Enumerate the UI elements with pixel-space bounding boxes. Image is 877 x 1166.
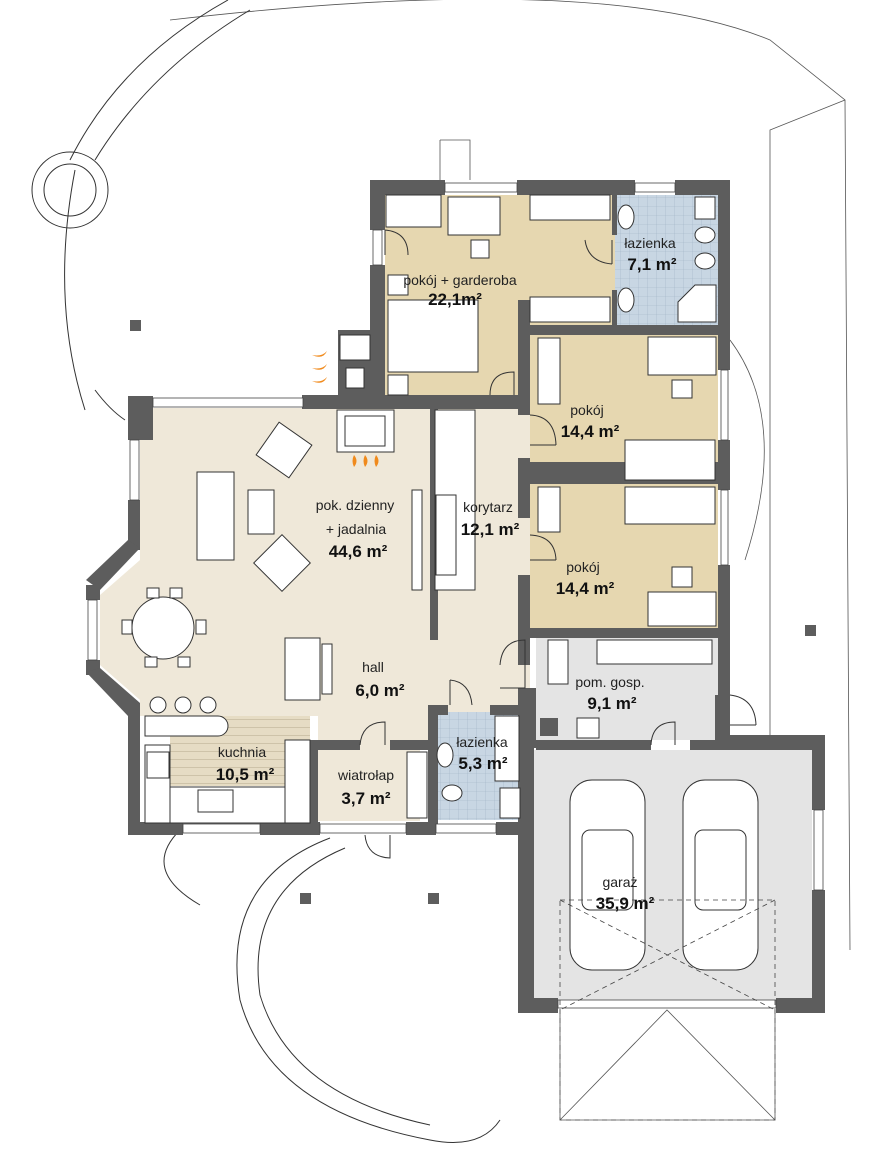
room-name: pokój xyxy=(570,402,603,418)
room-area: 5,3 m² xyxy=(458,754,507,773)
column xyxy=(300,893,311,904)
room-area: 7,1 m² xyxy=(627,255,676,274)
room-area: 22,1m² xyxy=(428,290,482,309)
room-name: pokój xyxy=(566,559,599,575)
room-area: 9,1 m² xyxy=(587,694,636,713)
room-name: kuchnia xyxy=(218,744,266,760)
site-outline xyxy=(31,0,851,1143)
doors xyxy=(359,229,757,859)
room-name: korytarz xyxy=(463,499,513,515)
room-name: pom. gosp. xyxy=(575,674,644,690)
windows xyxy=(87,182,824,1009)
room-area: 3,7 m² xyxy=(341,789,390,808)
room-name: wiatrołap xyxy=(337,767,394,783)
room-name: łazienka xyxy=(624,235,676,251)
car-icon xyxy=(569,779,646,971)
column xyxy=(428,893,439,904)
room-name: hall xyxy=(362,659,384,675)
furniture xyxy=(121,194,717,824)
room-labels: pokój + garderoba 22,1m² łazienka 7,1 m²… xyxy=(216,235,677,913)
fireplace xyxy=(336,334,395,453)
room-area: 6,0 m² xyxy=(355,681,404,700)
flame-icon xyxy=(312,351,379,467)
room-name: pokój + garderoba xyxy=(403,272,516,288)
carport-outline xyxy=(559,899,776,1121)
column xyxy=(805,625,816,636)
car-icon xyxy=(682,779,759,971)
room-area: 12,1 m² xyxy=(461,520,520,539)
room-name: pok. dzienny xyxy=(316,497,395,513)
room-area: 14,4 m² xyxy=(556,579,615,598)
column xyxy=(130,320,141,331)
room-name: łazienka xyxy=(456,734,508,750)
room-area: 14,4 m² xyxy=(561,422,620,441)
room-area: 10,5 m² xyxy=(216,765,275,784)
room-area: 35,9 m² xyxy=(596,894,655,913)
room-name: garaż xyxy=(602,874,637,890)
room-name-2: + jadalnia xyxy=(326,521,387,537)
room-area: 44,6 m² xyxy=(329,542,388,561)
